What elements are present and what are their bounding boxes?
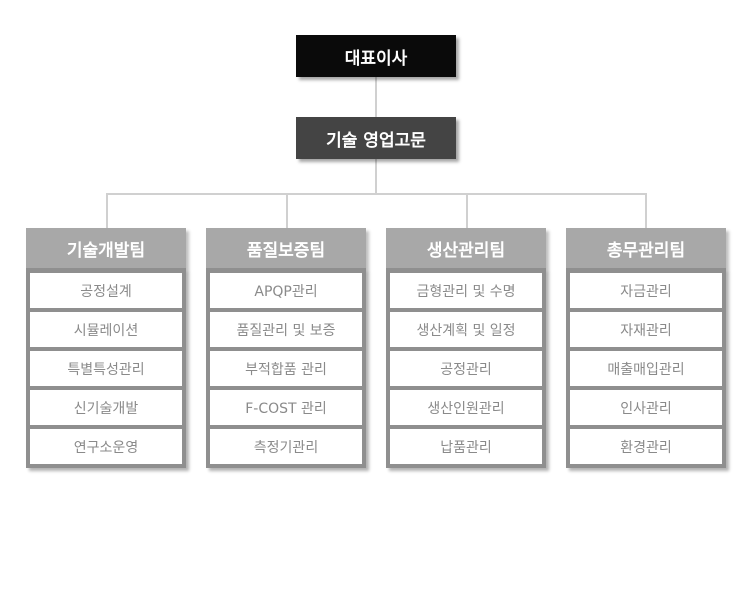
team-header: 생산관리팀 [386,228,546,268]
duty-item: 자재관리 [570,312,722,347]
duty-item: 매출매입관리 [570,351,722,386]
duty-item: 공정관리 [390,351,542,386]
team-header: 총무관리팀 [566,228,726,268]
duty-item: 생산인원관리 [390,390,542,425]
connector-horizontal-bus [106,193,647,195]
team-header: 기술개발팀 [26,228,186,268]
team-duties: APQP관리 품질관리 및 보증 부적합품 관리 F-COST 관리 측정기관리 [206,268,366,468]
team-duties: 공정설계 시뮬레이션 특별특성관리 신기술개발 연구소운영 [26,268,186,468]
duty-item: 생산계획 및 일정 [390,312,542,347]
connector-team-2 [286,193,288,228]
connector-team-1 [106,193,108,228]
duty-item: F-COST 관리 [210,390,362,425]
duty-item: 자금관리 [570,273,722,308]
duty-item: 측정기관리 [210,429,362,464]
team-production: 생산관리팀 금형관리 및 수명 생산계획 및 일정 공정관리 생산인원관리 납품… [386,228,546,468]
advisor-box: 기술 영업고문 [296,117,456,159]
connector-advisor-bus [375,159,377,194]
duty-item: 특별특성관리 [30,351,182,386]
duty-item: 환경관리 [570,429,722,464]
connector-ceo-advisor [375,77,377,117]
duty-item: APQP관리 [210,273,362,308]
duty-item: 연구소운영 [30,429,182,464]
team-quality: 품질보증팀 APQP관리 품질관리 및 보증 부적합품 관리 F-COST 관리… [206,228,366,468]
team-tech-dev: 기술개발팀 공정설계 시뮬레이션 특별특성관리 신기술개발 연구소운영 [26,228,186,468]
connector-team-4 [645,193,647,228]
team-header: 품질보증팀 [206,228,366,268]
duty-item: 부적합품 관리 [210,351,362,386]
connector-team-3 [466,193,468,228]
duty-item: 품질관리 및 보증 [210,312,362,347]
duty-item: 시뮬레이션 [30,312,182,347]
duty-item: 금형관리 및 수명 [390,273,542,308]
duty-item: 신기술개발 [30,390,182,425]
team-duties: 금형관리 및 수명 생산계획 및 일정 공정관리 생산인원관리 납품관리 [386,268,546,468]
ceo-box: 대표이사 [296,35,456,77]
team-duties: 자금관리 자재관리 매출매입관리 인사관리 환경관리 [566,268,726,468]
duty-item: 납품관리 [390,429,542,464]
team-general-affairs: 총무관리팀 자금관리 자재관리 매출매입관리 인사관리 환경관리 [566,228,726,468]
duty-item: 공정설계 [30,273,182,308]
duty-item: 인사관리 [570,390,722,425]
